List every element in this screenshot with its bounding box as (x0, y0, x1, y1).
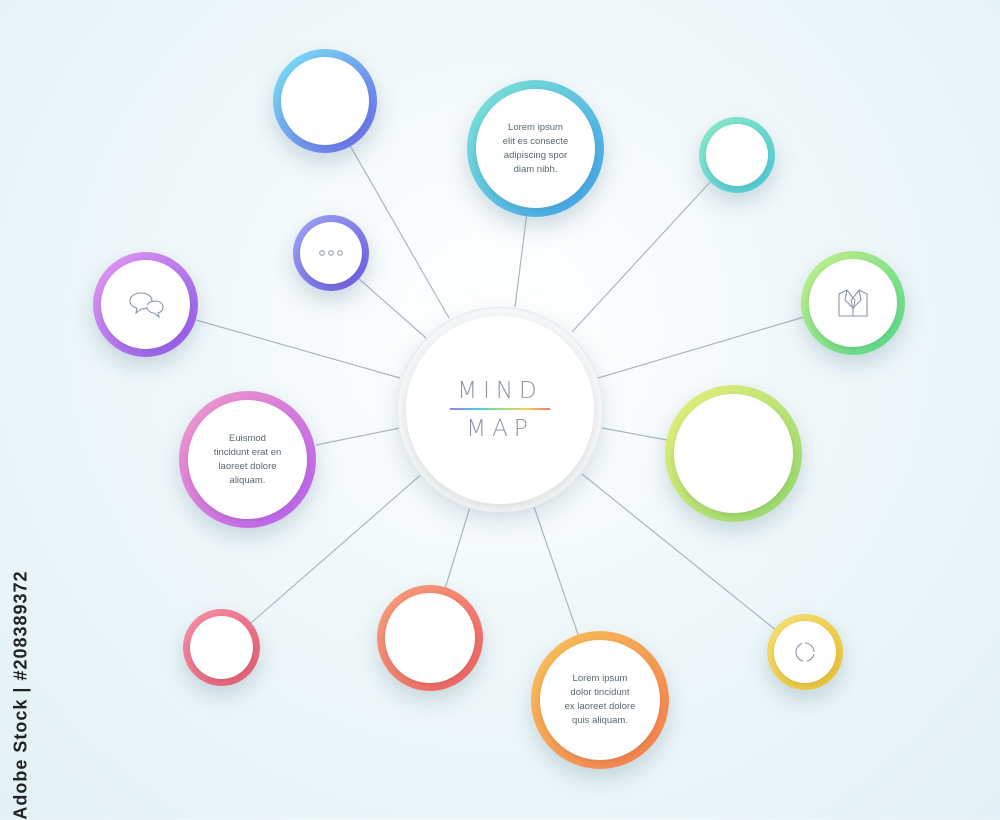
node-text-top: Lorem ipsum elit es consecte adipiscing … (502, 121, 569, 175)
refresh-circle-icon (795, 642, 815, 662)
idea-node-bottom-right[interactable] (767, 614, 843, 690)
chat-bubbles-icon (128, 291, 164, 318)
connector-line (533, 506, 581, 641)
idea-node-right[interactable] (665, 385, 802, 522)
mind-map-center-face: MIND MAP (406, 316, 594, 504)
idea-node-top-right[interactable] (699, 117, 775, 193)
connector-line (571, 179, 713, 333)
connector-line (357, 277, 427, 339)
idea-node-top-left[interactable] (273, 49, 377, 153)
connector-line (514, 211, 528, 308)
more-dots-icon (319, 250, 343, 256)
idea-node-jacket[interactable] (801, 251, 905, 355)
connector-line (315, 427, 401, 446)
idea-node-dots[interactable] (293, 215, 369, 291)
mind-map-center[interactable]: MIND MAP (397, 307, 603, 513)
idea-node-bottom-left[interactable] (183, 609, 260, 686)
stock-id-watermark: Adobe Stock | #208389372 (6, 570, 36, 819)
idea-node-left[interactable]: Euismod tincidunt erat en laoreet dolore… (179, 391, 316, 528)
idea-node-bottom[interactable]: Lorem ipsum dolor tincidunt ex laoreet d… (531, 631, 669, 769)
node-text-left: Euismod tincidunt erat en laoreet dolore… (213, 432, 282, 486)
connector-line (597, 316, 805, 379)
connector-line (581, 473, 778, 632)
node-text-bottom: Lorem ipsum dolor tincidunt ex laoreet d… (564, 673, 636, 726)
center-title-line1: MIND (457, 378, 543, 404)
idea-node-bottom-coral[interactable] (377, 585, 483, 691)
suit-jacket-icon (838, 289, 868, 317)
connector-line (347, 141, 450, 319)
connector-line (443, 506, 471, 593)
connector-line (601, 427, 668, 441)
connector-line (250, 471, 425, 624)
rainbow-divider (450, 408, 550, 410)
idea-node-chat[interactable] (93, 252, 198, 357)
stock-id-text: Adobe Stock | #208389372 (10, 570, 31, 820)
idea-node-top[interactable]: Lorem ipsum elit es consecte adipiscing … (467, 80, 604, 217)
connector-line (195, 319, 401, 379)
center-title-line2: MAP (466, 416, 534, 442)
